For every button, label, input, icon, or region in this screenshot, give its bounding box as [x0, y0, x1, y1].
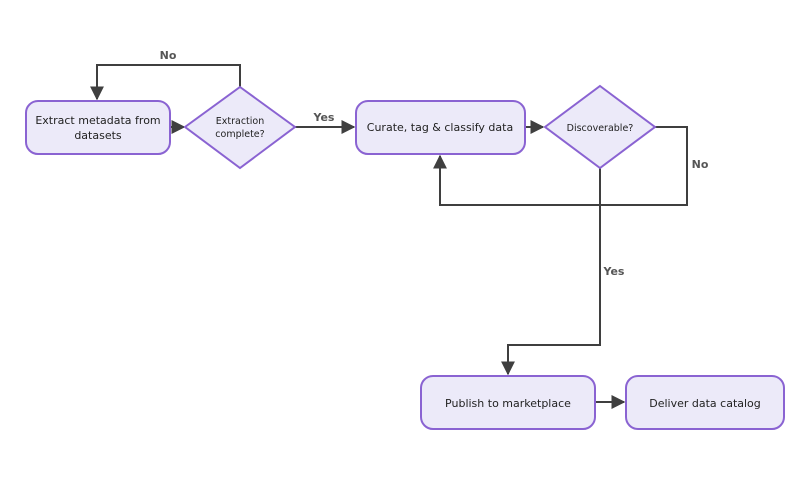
- node-curate-label: Curate, tag & classify data: [367, 121, 513, 134]
- edge-discoverable-yes-to-publish: [501, 168, 601, 376]
- edge-decision-no-loop: [90, 64, 241, 101]
- node-deliver-label: Deliver data catalog: [649, 397, 761, 410]
- edge-discoverable-no-loop: [433, 126, 688, 206]
- node-extract-label-line1: Extract metadata from: [35, 114, 160, 127]
- node-extract-label-line2: datasets: [74, 129, 122, 142]
- decision-extraction-complete: Extraction complete?: [183, 85, 297, 170]
- edge-label-no-extract: No: [160, 49, 177, 62]
- node-publish-marketplace: Publish to marketplace: [420, 375, 596, 430]
- node-extract-metadata: Extract metadata from datasets: [25, 100, 171, 155]
- node-deliver-catalog: Deliver data catalog: [625, 375, 785, 430]
- node-publish-label: Publish to marketplace: [445, 397, 571, 410]
- edge-label-yes-curate: Yes: [313, 111, 335, 124]
- decision-discoverable-label: Discoverable?: [567, 123, 634, 134]
- decision-discoverable: Discoverable?: [543, 84, 657, 170]
- edge-label-no-curate: No: [692, 158, 709, 171]
- decision-extraction-label-line2: complete?: [215, 129, 264, 140]
- decision-extraction-label-line1: Extraction: [216, 116, 265, 127]
- node-curate-tag-classify: Curate, tag & classify data: [355, 100, 526, 155]
- edge-label-yes-publish: Yes: [603, 265, 625, 278]
